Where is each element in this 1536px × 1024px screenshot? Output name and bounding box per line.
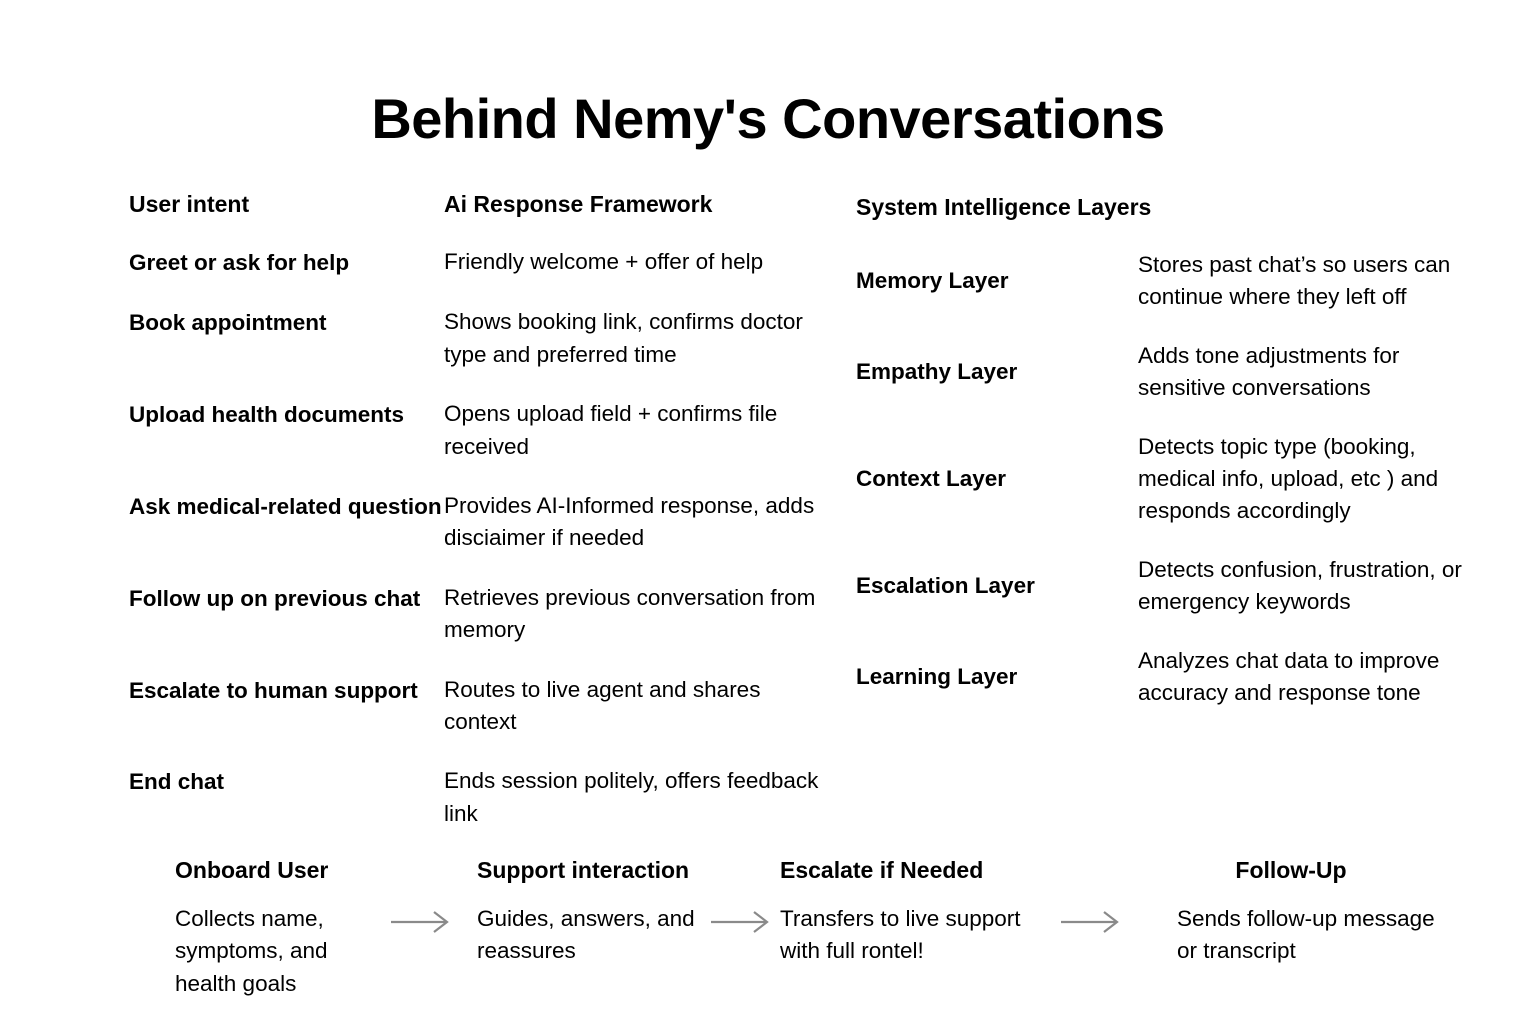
layer-description: Detects topic type (booking, medical inf… xyxy=(1138,433,1439,524)
flow-step-title: Onboard User xyxy=(175,857,329,883)
table-row: Follow up on previous chat Retrieves pre… xyxy=(129,582,819,647)
column-header-user-intent: User intent xyxy=(129,191,250,217)
table-row: Ask medical-related question Provides AI… xyxy=(129,490,819,555)
ai-response-text: Ends session politely, offers feedback l… xyxy=(444,768,819,826)
ai-response-text: Shows booking link, confirms doctor type… xyxy=(444,309,803,367)
user-intent-label: Escalate to human support xyxy=(129,677,418,703)
arrow-right-icon xyxy=(710,909,772,935)
table-row: End chat Ends session politely, offers f… xyxy=(129,765,819,830)
table-row: Greet or ask for help Friendly welcome +… xyxy=(129,246,819,279)
list-item: Learning Layer Analyzes chat data to imp… xyxy=(856,645,1476,710)
flow-step-title: Escalate if Needed xyxy=(780,857,984,883)
user-intent-label: End chat xyxy=(129,769,225,795)
list-item: Escalation Layer Detects confusion, frus… xyxy=(856,554,1476,619)
arrow-right-icon xyxy=(1060,909,1122,935)
flow-step-title: Support interaction xyxy=(477,857,690,883)
ai-response-text: Friendly welcome + offer of help xyxy=(444,249,764,274)
page-title: Behind Nemy's Conversations xyxy=(371,86,1165,150)
flow-step-body: Collects name, symptoms, and health goal… xyxy=(175,905,328,996)
arrow-right-icon xyxy=(390,909,452,935)
layer-name: Memory Layer xyxy=(856,268,1009,294)
layer-name: Learning Layer xyxy=(856,663,1018,689)
list-item: Empathy Layer Adds tone adjustments for … xyxy=(856,340,1476,405)
table-row: Escalate to human support Routes to live… xyxy=(129,674,819,739)
flow-step-body: Sends follow-up message or transcript xyxy=(1177,905,1435,964)
layer-name: Context Layer xyxy=(856,465,1007,491)
flow-step-escalate-if-needed: Escalate if Needed Transfers to live sup… xyxy=(780,856,1055,968)
layer-description: Adds tone adjustments for sensitive conv… xyxy=(1138,342,1400,401)
layer-name: Escalation Layer xyxy=(856,572,1035,598)
layer-name: Empathy Layer xyxy=(856,358,1018,384)
flow-step-follow-up: Follow-Up Sends follow-up message or tra… xyxy=(1177,856,1437,968)
ai-response-text: Retrieves previous conversation from mem… xyxy=(444,584,816,643)
intent-response-matrix: Greet or ask for help Friendly welcome +… xyxy=(129,246,819,857)
flow-step-onboard-user: Onboard User Collects name, symptoms, an… xyxy=(175,856,380,1000)
layer-description: Detects confusion, frustration, or emerg… xyxy=(1138,556,1462,615)
table-row: Upload health documents Opens upload fie… xyxy=(129,398,819,463)
flow-step-support-interaction: Support interaction Guides, answers, and… xyxy=(477,856,722,968)
list-item: Memory Layer Stores past chat’s so users… xyxy=(856,249,1476,314)
layer-description: Analyzes chat data to improve accuracy a… xyxy=(1138,647,1440,705)
user-intent-label: Follow up on previous chat xyxy=(129,585,421,611)
column-header-ai-response-framework: Ai Response Framework xyxy=(444,191,713,217)
flow-step-body: Guides, answers, and reassures xyxy=(477,905,695,964)
user-intent-label: Book appointment xyxy=(129,310,327,336)
system-intelligence-layers-list: Memory Layer Stores past chat’s so users… xyxy=(856,249,1476,735)
process-flow: Onboard User Collects name, symptoms, an… xyxy=(0,856,1536,1024)
flow-step-title: Follow-Up xyxy=(1235,857,1347,883)
flow-step-body: Transfers to live support with full ront… xyxy=(780,905,1021,964)
table-row: Book appointment Shows booking link, con… xyxy=(129,306,819,371)
user-intent-label: Upload health documents xyxy=(129,402,405,428)
ai-response-text: Routes to live agent and shares context xyxy=(444,676,761,734)
user-intent-label: Greet or ask for help xyxy=(129,250,350,275)
ai-response-text: Provides AI-Informed response, adds disc… xyxy=(444,492,815,551)
layer-description: Stores past chat’s so users can continue… xyxy=(1138,252,1451,310)
ai-response-text: Opens upload field + confirms file recei… xyxy=(444,401,778,459)
user-intent-label: Ask medical-related question xyxy=(129,493,442,519)
column-header-system-intelligence-layers: System Intelligence Layers xyxy=(856,194,1152,220)
list-item: Context Layer Detects topic type (bookin… xyxy=(856,431,1476,528)
